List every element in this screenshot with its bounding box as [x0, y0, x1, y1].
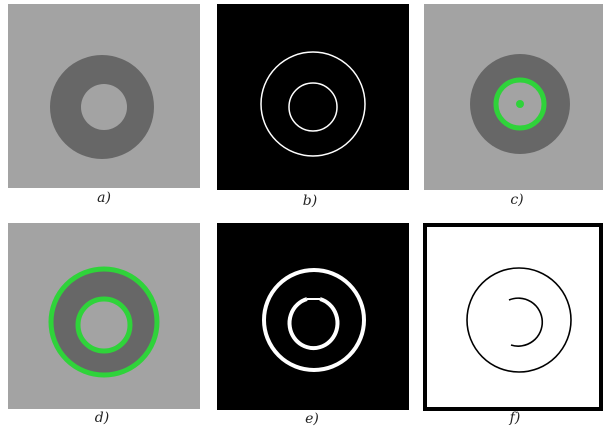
- caption-c: c): [497, 192, 537, 208]
- panel-f-image: [423, 223, 603, 411]
- panel-a-image: [8, 4, 200, 188]
- panel-b-image: [217, 4, 409, 190]
- caption-f: f): [495, 410, 535, 426]
- panel-c-image: [424, 4, 603, 190]
- panel-d-image: [8, 223, 200, 409]
- panel-e-image: [217, 223, 409, 410]
- caption-a: a): [84, 190, 124, 206]
- caption-e: e): [292, 411, 332, 427]
- caption-b: b): [290, 193, 330, 209]
- caption-d: d): [82, 410, 122, 426]
